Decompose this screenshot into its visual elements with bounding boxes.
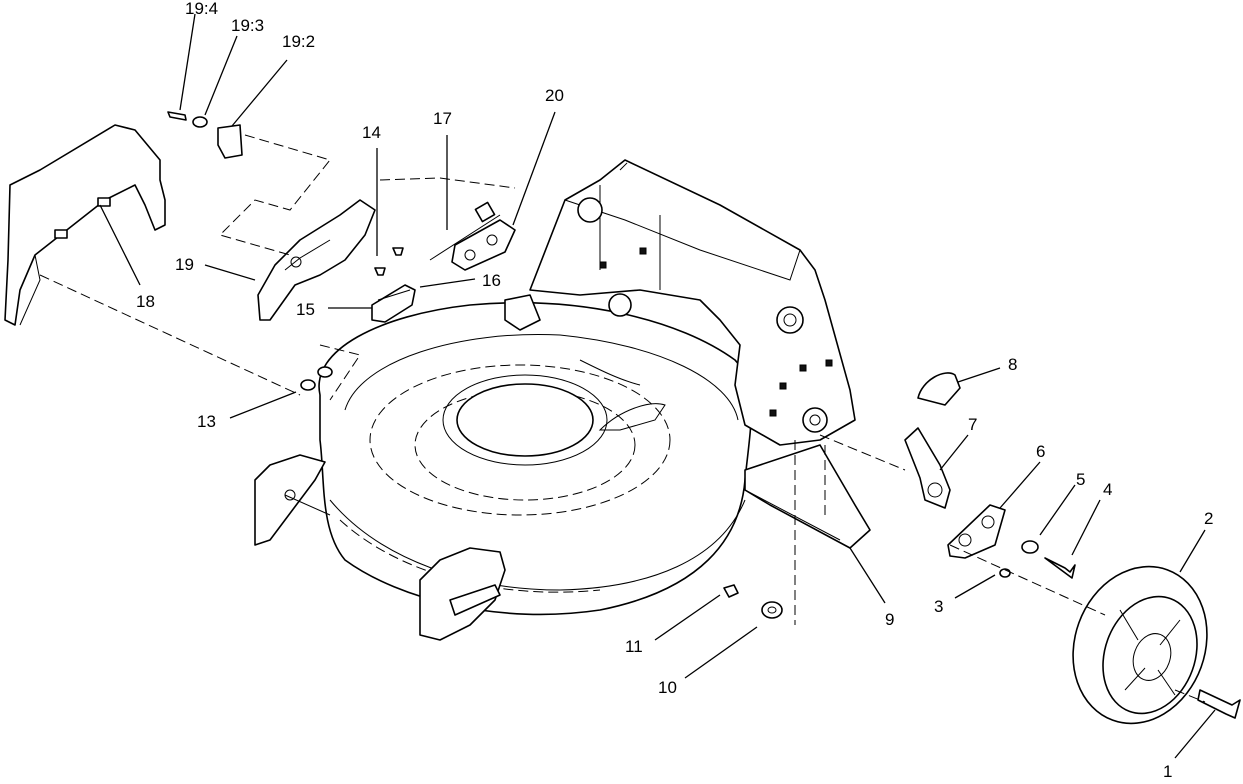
front-bushing xyxy=(761,601,783,619)
callout-4: 4 xyxy=(1103,480,1112,499)
rear-chassis xyxy=(504,159,856,446)
callout-17: 17 xyxy=(433,109,452,128)
wheel-cap xyxy=(917,372,961,406)
callout-14: 14 xyxy=(362,123,381,142)
callout-6: 6 xyxy=(1036,442,1045,461)
lever-hardware xyxy=(167,111,243,159)
callout-15: 15 xyxy=(296,300,315,319)
wheel-bolt xyxy=(1197,689,1241,719)
callout-8: 8 xyxy=(1008,355,1017,374)
front-nut xyxy=(723,584,739,598)
height-adjust-lever xyxy=(257,199,376,321)
latch-bracket xyxy=(371,284,416,323)
callout-19: 19 xyxy=(175,255,194,274)
adjust-plate xyxy=(451,219,516,271)
callout-5: 5 xyxy=(1076,470,1085,489)
callout-2: 2 xyxy=(1204,509,1213,528)
callout-1: 1 xyxy=(1163,762,1172,781)
callout-11: 11 xyxy=(625,637,643,656)
callout-19-2: 19:2 xyxy=(282,32,315,51)
wheel xyxy=(1072,565,1208,725)
callout-19-3: 19:3 xyxy=(231,16,264,35)
callout-9: 9 xyxy=(885,610,894,629)
callout-labels: 1 2 3 4 5 6 7 8 9 10 11 13 14 15 16 17 1… xyxy=(136,0,1213,781)
leader-lines xyxy=(99,13,1216,759)
callout-20: 20 xyxy=(545,86,564,105)
callout-10: 10 xyxy=(658,678,677,697)
rear-guard xyxy=(744,440,871,625)
mower-deck xyxy=(318,302,753,616)
left-handle-bracket xyxy=(254,454,331,546)
callout-18: 18 xyxy=(136,292,155,311)
callout-19-4: 19:4 xyxy=(185,0,218,18)
flat-washer xyxy=(1021,540,1039,554)
deck-nuts xyxy=(300,366,333,391)
spring-rod xyxy=(429,201,501,261)
callout-13: 13 xyxy=(197,412,216,431)
front-handle-bracket xyxy=(419,547,506,641)
assembly-lines xyxy=(39,134,1206,703)
callout-16: 16 xyxy=(482,271,501,290)
callout-3: 3 xyxy=(934,597,943,616)
wheel-adapter-plate xyxy=(947,504,1006,559)
grass-bag xyxy=(4,124,166,326)
axle-bolt xyxy=(1044,557,1076,579)
axle-bracket xyxy=(904,427,951,509)
pivot-pins xyxy=(374,247,404,276)
callout-7: 7 xyxy=(968,415,977,434)
